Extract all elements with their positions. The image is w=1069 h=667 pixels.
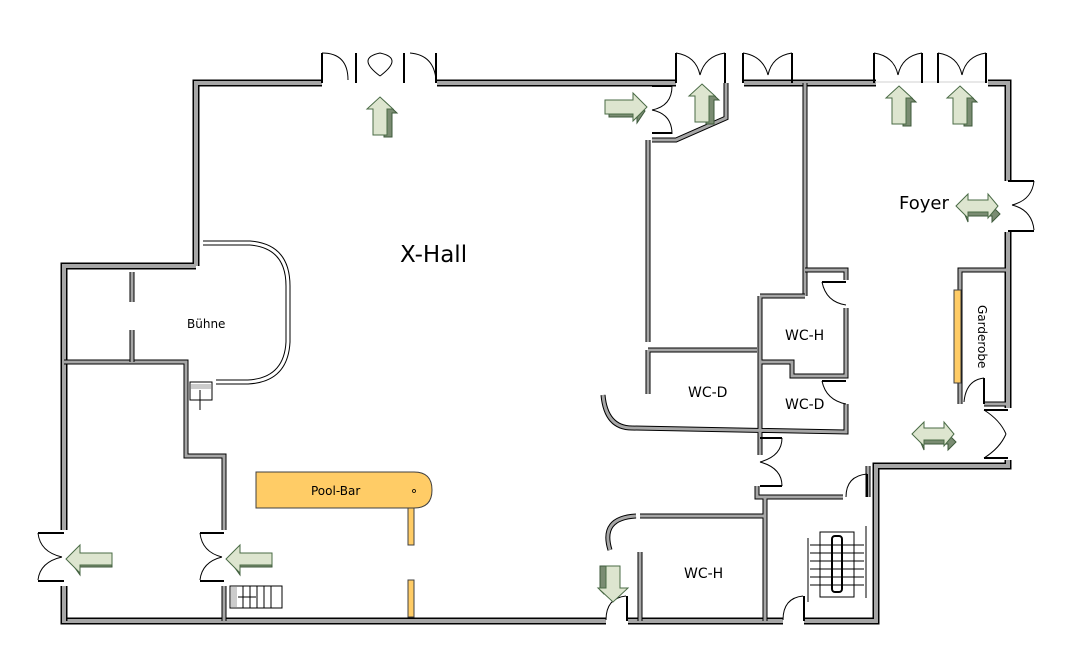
door-west-2[interactable] xyxy=(199,532,224,582)
door-garderobe[interactable] xyxy=(963,377,985,404)
exit-arrow-icon xyxy=(885,85,917,127)
door-bottom-exit[interactable] xyxy=(605,595,628,621)
stairs-lower-left xyxy=(229,585,283,609)
stairs-stage xyxy=(189,381,213,410)
room-label-wc-d-center: WC-D xyxy=(688,385,727,401)
room-label-wc-h-upper: WC-H xyxy=(785,328,824,344)
door-middle[interactable] xyxy=(759,437,783,487)
double-arrow-icon xyxy=(955,193,1001,223)
room-label-x-hall: X-Hall xyxy=(400,242,467,268)
door-top-3[interactable] xyxy=(873,52,987,83)
room-label-buehne: Bühne xyxy=(187,317,225,331)
exit-arrow-icon xyxy=(604,92,648,124)
room-label-foyer: Foyer xyxy=(899,193,949,214)
door-wc-d[interactable] xyxy=(821,380,847,405)
exit-arrows xyxy=(65,83,1001,603)
double-arrow-icon xyxy=(911,421,957,451)
doors xyxy=(37,52,1035,621)
room-label-wc-h-lower: WC-H xyxy=(684,566,723,582)
door-foyer-east-2[interactable] xyxy=(983,409,1008,459)
room-label-wc-d-right: WC-D xyxy=(785,397,824,413)
door-foyer-east[interactable] xyxy=(1008,180,1035,232)
exit-arrow-icon xyxy=(225,544,273,576)
stairs-stairwell xyxy=(807,526,867,602)
door-top-1[interactable] xyxy=(321,52,437,83)
exit-arrow-icon xyxy=(366,96,398,138)
door-corridor[interactable] xyxy=(651,85,673,135)
door-wc-h[interactable] xyxy=(821,281,847,306)
door-west-1[interactable] xyxy=(37,532,64,582)
pool-bar xyxy=(255,471,433,618)
exit-arrow-icon xyxy=(946,85,978,127)
door-top-2[interactable] xyxy=(675,52,793,83)
door-bottom-stair[interactable] xyxy=(782,595,805,621)
door-stairwell-top[interactable] xyxy=(845,473,868,498)
room-label-pool-bar: Pool-Bar xyxy=(311,484,360,498)
exit-arrow-icon xyxy=(688,83,720,125)
garderobe-counter xyxy=(953,289,962,384)
interior-walls xyxy=(64,81,1006,621)
room-label-garderobe: Garderobe xyxy=(975,305,989,368)
outer-walls xyxy=(55,79,1018,625)
